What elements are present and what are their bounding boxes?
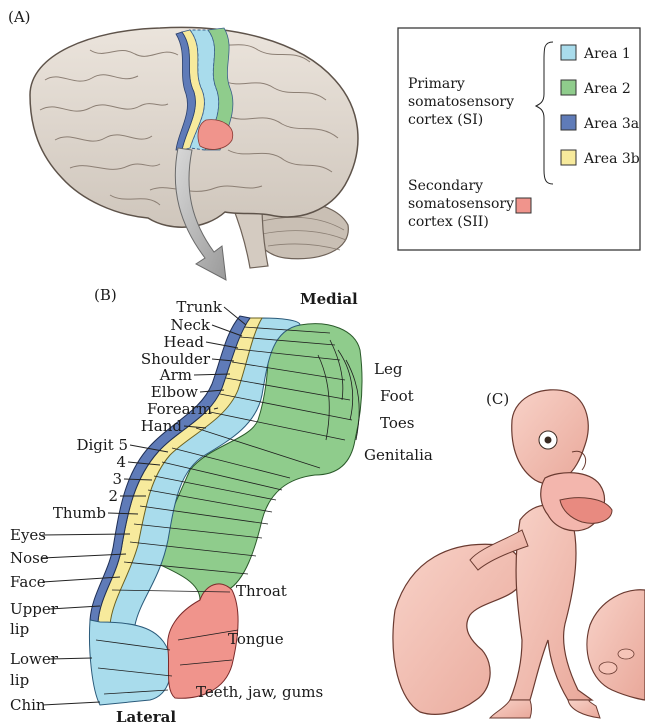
map-label-left: Forearm — [147, 400, 212, 418]
postcentral-gyrus-strip — [176, 28, 233, 150]
map-label-left: Face — [10, 573, 46, 591]
map-label-left: Trunk — [176, 298, 222, 316]
panel-label-c: (C) — [486, 390, 509, 408]
map-lateral-label: Lateral — [116, 708, 176, 726]
map-label-left: Neck — [171, 316, 211, 334]
map-label-right: Toes — [380, 414, 414, 432]
legend-label-area3b: Area 3b — [583, 151, 640, 167]
map-medial-label: Medial — [300, 290, 358, 308]
map-label-left: Elbow — [151, 383, 198, 401]
map-label-right: Foot — [380, 387, 414, 405]
legend-swatch-area2 — [561, 80, 576, 95]
map-label-right: Teeth, jaw, gums — [196, 683, 323, 701]
legend-primary-line2: somatosensory — [408, 94, 514, 110]
map-label-left: Thumb — [53, 504, 106, 522]
map-label-left: Head — [163, 333, 204, 351]
map-label-right: Tongue — [228, 630, 284, 648]
cortical-map-panel: (B) Medial Lateral — [10, 286, 433, 726]
legend-primary-line1: Primary — [408, 76, 465, 92]
map-label-right: Genitalia — [364, 446, 433, 464]
legend-swatch-sii — [516, 198, 531, 213]
map-label-left: lip — [10, 671, 29, 689]
brain-panel: (A) — [8, 8, 358, 280]
legend-secondary-line2: somatosensory — [408, 196, 514, 212]
homunculus-left-hand — [393, 544, 523, 714]
legend-primary-line3: cortex (SI) — [408, 112, 483, 128]
map-label-left: Chin — [10, 696, 46, 714]
map-label-left: Digit 5 — [76, 436, 128, 454]
map-label-left: lip — [10, 620, 29, 638]
map-label-left: Arm — [159, 366, 192, 384]
map-leader-line — [42, 702, 100, 705]
map-label-right: Throat — [236, 582, 287, 600]
homunculus-right-hand — [587, 590, 645, 700]
panel-label-b: (B) — [94, 286, 117, 304]
legend-swatch-area3a — [561, 115, 576, 130]
map-label-left: Eyes — [10, 526, 46, 544]
legend-label-area3a: Area 3a — [583, 116, 639, 132]
homunculus-panel: (C) — [393, 390, 645, 718]
legend-secondary-line1: Secondary — [408, 178, 483, 194]
legend-label-area2: Area 2 — [583, 81, 631, 97]
map-label-right: Leg — [374, 360, 403, 378]
legend-swatch-area3b — [561, 150, 576, 165]
legend-box: Primary somatosensory cortex (SI) Area 1… — [398, 28, 640, 250]
legend-label-area1: Area 1 — [583, 46, 631, 62]
map-label-left: 3 — [112, 470, 122, 488]
map-label-left: 4 — [116, 453, 126, 471]
panel-label-a: (A) — [8, 8, 31, 26]
legend-secondary-line3: cortex (SII) — [408, 214, 489, 230]
map-label-left: Hand — [141, 417, 183, 435]
legend-swatch-area1 — [561, 45, 576, 60]
map-label-left: 2 — [108, 487, 118, 505]
